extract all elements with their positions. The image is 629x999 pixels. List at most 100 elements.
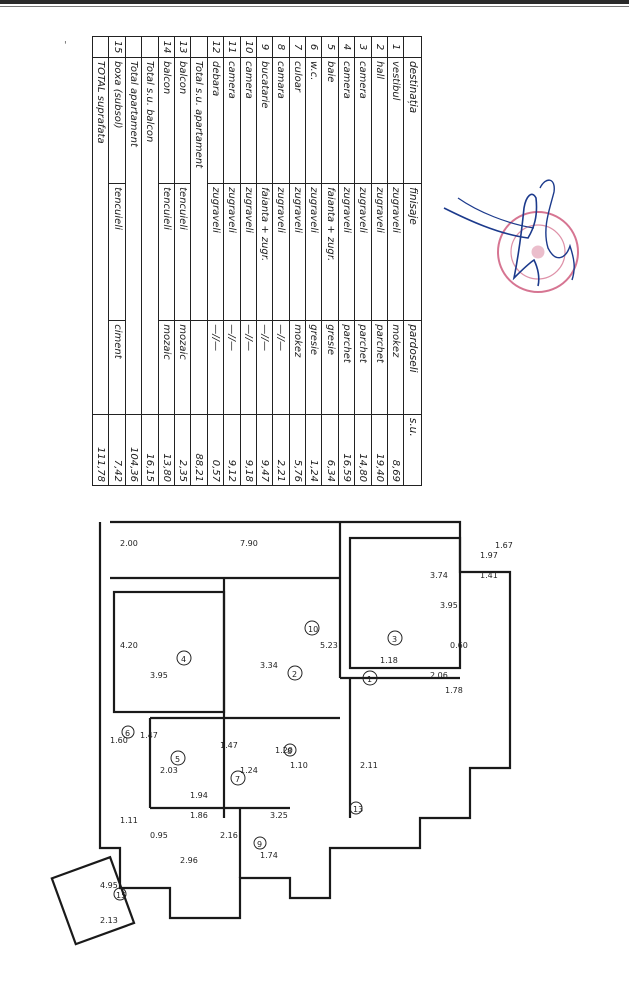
dim-label: 2.16 <box>220 831 238 840</box>
cell-destinatia: hall <box>371 57 388 184</box>
total-balcon-label: Total s.u. balcon <box>141 57 159 415</box>
dim-label: 5.23 <box>320 641 338 650</box>
dim-label: 0.95 <box>150 831 168 840</box>
cell-finisaje: tencuieli <box>174 183 191 321</box>
cell-finisaje: zugraveli <box>223 183 241 321</box>
room-marker <box>349 801 363 815</box>
boxa-nr: 15 <box>108 36 126 58</box>
cell-destinatia: w.c. <box>305 57 322 184</box>
cell-finisaje: faianta + zugr. <box>256 183 273 321</box>
dim-label: 1.67 <box>495 541 513 550</box>
cell-su: 9,12 <box>223 414 241 486</box>
cell-su: 1,24 <box>305 414 322 486</box>
dim-label: 1.11 <box>120 816 138 825</box>
cell-finisaje: zugraveli <box>289 183 306 321</box>
dim-label: 0.60 <box>450 641 468 650</box>
cell-nr: 1 <box>387 36 404 58</box>
room-marker-label: 6 <box>125 729 130 738</box>
cell-destinatia: culoar <box>289 57 306 184</box>
cell-destinatia: debara <box>207 57 224 184</box>
room-marker-label: 5 <box>175 755 180 764</box>
dimension-labels: 7.90 2.00 3.74 3.95 4.20 3.95 3.34 5.23 … <box>100 539 513 925</box>
top-border-line-thin <box>0 6 629 7</box>
official-stamp <box>497 211 579 293</box>
dim-label: 2.96 <box>180 856 198 865</box>
dim-label: 1.18 <box>380 656 398 665</box>
cell-su: 0,57 <box>207 414 224 486</box>
empty-cell <box>125 36 142 58</box>
cell-pardoseli: mokez <box>387 320 404 415</box>
dim-label: 4.95 <box>100 881 118 890</box>
cell-pardoseli: parchet <box>354 320 372 415</box>
room-marker <box>113 887 127 901</box>
cell-pardoseli: —//— <box>272 320 290 415</box>
boxa-row: 15 boxa (subsol) tencuieli ciment 7,42 <box>108 36 126 486</box>
cell-su: 13,80 <box>158 414 175 486</box>
cell-pardoseli: mokez <box>289 320 306 415</box>
boxa-pardoseli: ciment <box>108 320 126 415</box>
cell-destinatia: camera <box>240 57 257 184</box>
cell-su: 5,76 <box>289 414 306 486</box>
dim-label: 2.06 <box>430 671 448 680</box>
cell-finisaje: zugraveli <box>387 183 404 321</box>
cell-nr: 7 <box>289 36 306 58</box>
cell-destinatia: camara <box>272 57 290 184</box>
cell-pardoseli: —//— <box>256 320 273 415</box>
boxa-su: 7,42 <box>108 414 126 486</box>
cell-destinatia: camera <box>223 57 241 184</box>
cell-pardoseli: parchet <box>338 320 355 415</box>
dim-label: 1.86 <box>190 811 208 820</box>
cell-finisaje: zugraveli <box>272 183 290 321</box>
cell-nr: 4 <box>338 36 355 58</box>
cell-pardoseli: —//— <box>207 320 224 415</box>
stamp-outer-ring <box>497 211 579 293</box>
room-marker <box>253 836 267 850</box>
empty-cell <box>190 36 208 58</box>
cell-nr: 11 <box>223 36 241 58</box>
cell-finisaje: zugraveli <box>305 183 322 321</box>
cell-finisaje: zugraveli <box>240 183 257 321</box>
signature-stroke-2 <box>539 179 575 281</box>
header-su: s.u. <box>403 414 422 486</box>
room-marker-label: 3 <box>392 635 397 644</box>
stamp-center <box>531 245 545 259</box>
cell-finisaje: zugraveli <box>354 183 372 321</box>
cell-finisaje: zugraveli <box>207 183 224 321</box>
cell-nr: 3 <box>354 36 372 58</box>
total-sc-value: 111,78 <box>92 414 109 486</box>
dim-label: 2.11 <box>360 761 378 770</box>
room-marker <box>287 665 303 681</box>
header-pardoseli: pardoseli <box>403 320 422 415</box>
boxa-destinatia: boxa (subsol) <box>108 57 126 184</box>
cell-su: 9,47 <box>256 414 273 486</box>
dim-label: 1.41 <box>480 571 498 580</box>
cell-nr: 5 <box>321 36 339 58</box>
header-destinatia: destinația <box>403 57 422 184</box>
empty-cell <box>92 36 109 58</box>
room-marker-label: 1 <box>367 675 372 684</box>
dim-label: 2.13 <box>100 916 118 925</box>
room-marker-label: 9 <box>257 840 262 849</box>
total-balcon-value: 16,15 <box>141 414 159 486</box>
dim-label: 1.47 <box>220 741 238 750</box>
cell-nr: 10 <box>240 36 257 58</box>
dim-label: 4.20 <box>120 641 138 650</box>
cell-su: 14,80 <box>354 414 372 486</box>
room-marker-label: 10 <box>308 625 318 634</box>
room-marker-label: 4 <box>181 655 186 664</box>
stamp-inner-ring <box>510 224 566 280</box>
cell-destinatia: balcon <box>174 57 191 184</box>
dim-label: 3.34 <box>260 661 278 670</box>
cell-nr: 13 <box>174 36 191 58</box>
